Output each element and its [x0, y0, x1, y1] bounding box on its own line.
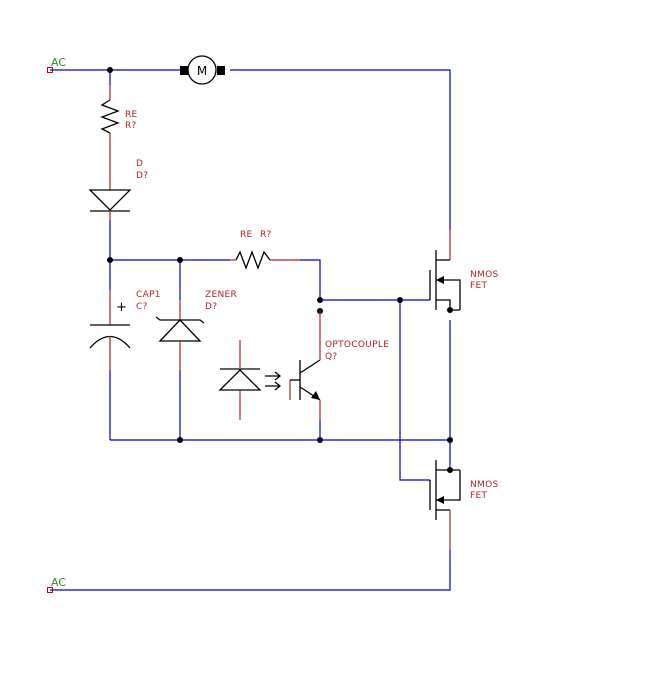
resistor-1-ref: R? [125, 121, 137, 131]
light-arrow-icon [265, 381, 282, 391]
motor: M [180, 55, 225, 85]
opto-led-triangle [218, 369, 262, 391]
resistor-2: RE R? [230, 230, 300, 270]
zener-name: ZENER [205, 290, 237, 300]
zener-diode: ZENER D? [155, 290, 237, 370]
diode-triangle [88, 189, 132, 211]
optocoupler: OPTOCOUPLE Q? [218, 311, 389, 420]
diode-ref: D? [136, 171, 148, 181]
wires [50, 69, 451, 591]
resistor-2-zigzag [235, 250, 271, 270]
fet-top-arrow [436, 276, 444, 284]
nmos-fet-bottom: NMOS FET [429, 460, 499, 550]
motor-terminal-left [180, 66, 188, 75]
resistor-1-name: RE [125, 110, 138, 120]
capacitor-ref: C? [136, 302, 148, 312]
junction-dot [177, 257, 183, 263]
fet-top-source [436, 299, 460, 311]
resistor-1-zigzag [100, 99, 120, 134]
capacitor-polarity: + [116, 300, 127, 315]
port-ac-bottom: AC [47, 576, 66, 593]
opto-emitter-arrow [311, 391, 320, 400]
port-ac-top-label: AC [51, 56, 66, 69]
junctions [107, 67, 453, 473]
motor-circle [187, 55, 217, 85]
wire-resistor2-to-gate-node [300, 259, 321, 300]
fet-top-body [436, 279, 461, 310]
junction-dot [107, 257, 113, 263]
capacitor-name: CAP1 [136, 290, 161, 300]
optocoupler-name: OPTOCOUPLE [325, 340, 389, 350]
fet-bottom-name: NMOS [470, 480, 499, 490]
zener-triangle [158, 319, 202, 342]
motor-terminal-right [217, 66, 225, 75]
resistor-1: RE R? [100, 85, 138, 150]
junction-dot [317, 437, 323, 443]
junction-dot [317, 297, 323, 303]
capacitor: + CAP1 C? [89, 290, 161, 370]
port-ac-top: AC [47, 56, 66, 73]
diode-name: D [136, 159, 143, 169]
port-ac-bottom-label: AC [51, 576, 66, 589]
diode: D D? [88, 150, 148, 220]
wire-ac-bottom [50, 550, 451, 591]
zener-bar [155, 316, 205, 324]
resistor-2-name: RE [240, 230, 253, 240]
optocoupler-ref: Q? [325, 352, 337, 362]
resistor-2-ref: R? [260, 230, 272, 240]
junction-dot [177, 437, 183, 443]
zener-ref: D? [205, 302, 217, 312]
nmos-fet-top: NMOS FET [429, 230, 499, 311]
fet-top-name: NMOS [470, 270, 499, 280]
fet-bottom-arrow [436, 496, 444, 504]
opto-collector [299, 359, 321, 374]
fet-bottom-type: FET [470, 491, 487, 501]
junction-dot [107, 67, 113, 73]
light-arrow-icon [265, 371, 282, 381]
fet-bottom-body [436, 470, 461, 501]
wire-gate-bottom [399, 300, 430, 481]
junction-dot [397, 297, 403, 303]
wire-motor-to-fet-top [230, 69, 451, 230]
junction-dot [447, 437, 453, 443]
motor-symbol: M [197, 64, 207, 78]
port-pin [47, 67, 53, 73]
port-pin [47, 587, 53, 593]
fet-top-type: FET [470, 281, 487, 291]
